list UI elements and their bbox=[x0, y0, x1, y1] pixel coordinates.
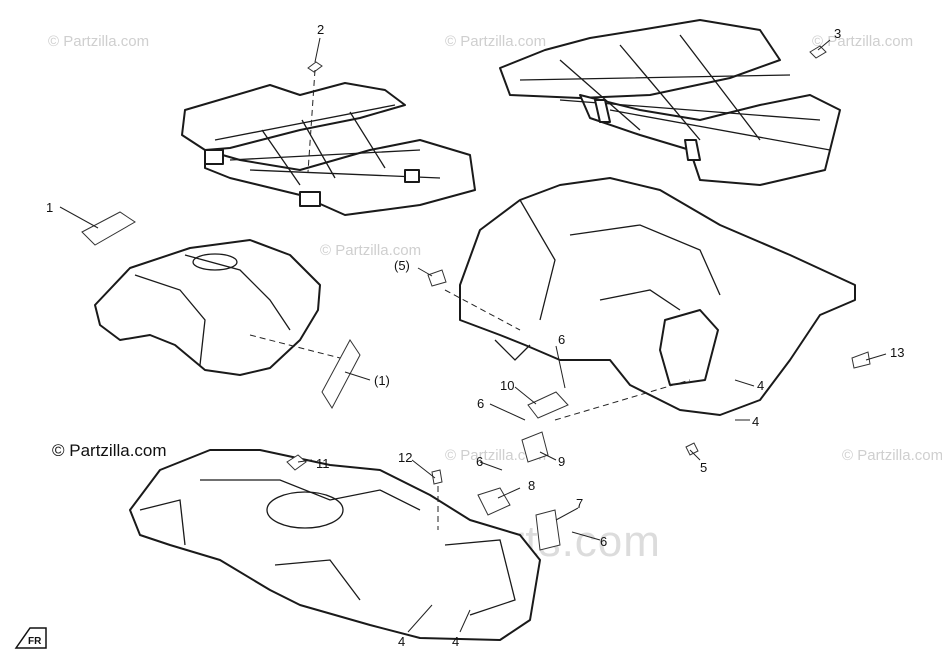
front-badge-label: FR bbox=[28, 636, 42, 647]
callout-12: 12 bbox=[398, 450, 412, 465]
decal-1b bbox=[321, 339, 361, 410]
callout-2: 2 bbox=[317, 22, 324, 37]
callout-4b: 4 bbox=[752, 414, 759, 429]
callout-6d: 6 bbox=[600, 534, 607, 549]
decal-9 bbox=[521, 431, 549, 463]
decal-7 bbox=[535, 509, 561, 551]
callout-1: 1 bbox=[46, 200, 53, 215]
callouts: 1 (1) 2 3 (5) 13 6 10 6 9 6 8 7 6 11 12 … bbox=[46, 22, 904, 649]
callout-10: 10 bbox=[500, 378, 514, 393]
callout-7: 7 bbox=[576, 496, 583, 511]
watermark: © Partzilla.com bbox=[842, 447, 942, 464]
decal-3 bbox=[809, 45, 827, 59]
decal-12 bbox=[431, 469, 443, 485]
callout-11: 11 bbox=[316, 456, 330, 471]
brand-text: © Partzilla.com bbox=[52, 441, 167, 460]
watermark: © Partzilla.com bbox=[812, 33, 913, 50]
callout-6b: 6 bbox=[477, 396, 484, 411]
front-direction-badge: FR bbox=[14, 627, 47, 649]
callout-5: 5 bbox=[700, 460, 707, 475]
callout-6c: 6 bbox=[476, 454, 483, 469]
watermark: © Partzilla.com bbox=[445, 447, 546, 464]
callout-9: 9 bbox=[558, 454, 565, 469]
decal-2 bbox=[307, 61, 323, 73]
decal-8 bbox=[477, 487, 511, 516]
callout-13: 13 bbox=[890, 345, 904, 360]
front-fender bbox=[94, 239, 321, 376]
leader-lines bbox=[59, 37, 887, 633]
decal-1 bbox=[81, 211, 136, 246]
watermark: © Partzilla.com bbox=[320, 242, 421, 259]
decal-13 bbox=[851, 351, 871, 369]
body-assembly bbox=[129, 449, 541, 641]
rear-fender bbox=[459, 177, 856, 416]
callout-4d: 4 bbox=[452, 634, 459, 649]
callout-8: 8 bbox=[528, 478, 535, 493]
watermark: © Partzilla.com bbox=[48, 33, 149, 50]
callout-4c: 4 bbox=[398, 634, 405, 649]
watermark: © Partzilla.com bbox=[445, 33, 546, 50]
decal-5 bbox=[685, 442, 699, 456]
callout-6a: 6 bbox=[558, 332, 565, 347]
front-rack bbox=[181, 82, 476, 216]
decal-10 bbox=[527, 391, 569, 419]
rear-rack bbox=[499, 19, 841, 186]
decal-5b bbox=[427, 269, 447, 287]
decal-11 bbox=[286, 454, 307, 471]
callout-3: 3 bbox=[834, 26, 841, 41]
callout-1b: (1) bbox=[374, 373, 390, 388]
decals bbox=[81, 45, 871, 551]
callout-4a: 4 bbox=[757, 378, 764, 393]
callout-5b: (5) bbox=[394, 258, 410, 273]
brand-mark: © Partzilla.com bbox=[52, 441, 167, 460]
